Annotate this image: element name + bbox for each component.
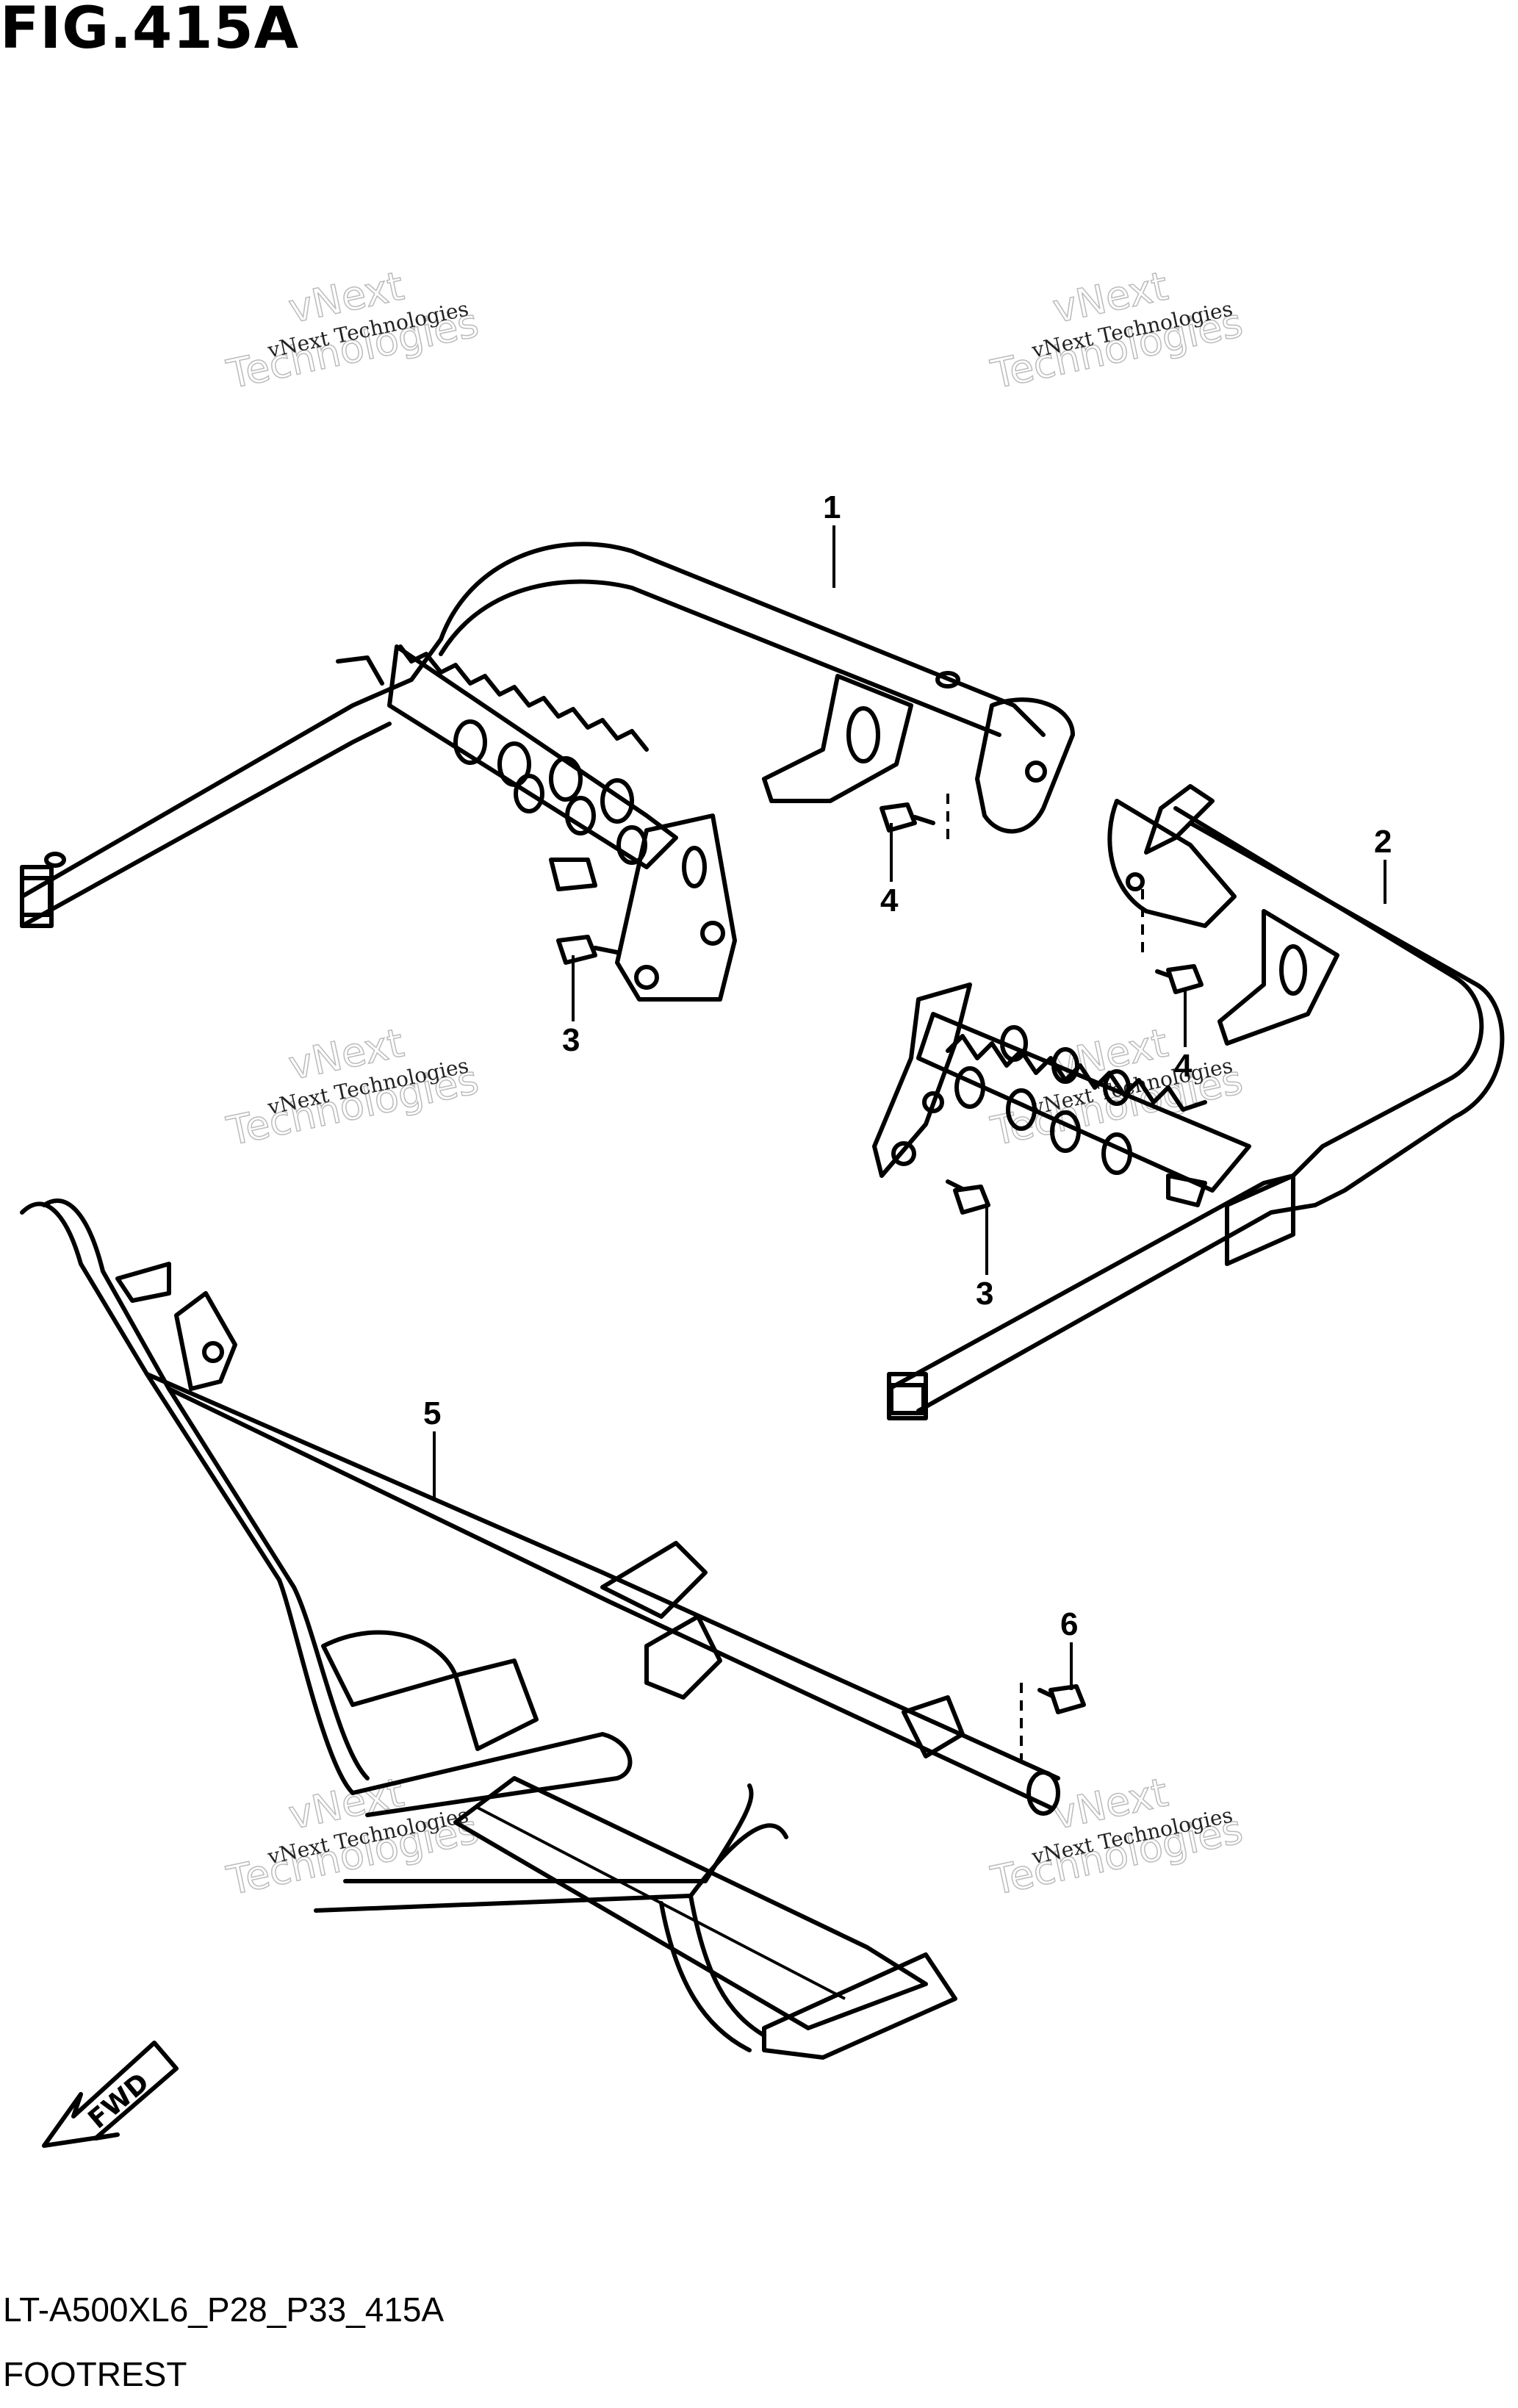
- callout-5: 5: [423, 1395, 441, 1499]
- watermark-mid-left: vNext Technologies vNext Technologies: [222, 1019, 483, 1155]
- watermark-bottom-right: vNext Technologies vNext Technologies: [986, 1769, 1247, 1905]
- svg-text:6: 6: [1060, 1606, 1078, 1642]
- svg-text:1: 1: [823, 489, 841, 525]
- watermark-top-right: vNext Technologies vNext Technologies: [986, 262, 1247, 398]
- figure-title: FIG.415A: [0, 0, 300, 62]
- svg-text:5: 5: [423, 1395, 441, 1431]
- svg-text:3: 3: [562, 1022, 580, 1058]
- callout-1: 1: [823, 489, 841, 588]
- watermark-top-left: vNext Technologies vNext Technologies: [222, 262, 483, 398]
- callout-3-left: 3: [562, 955, 580, 1058]
- bolt-3-left: [556, 935, 619, 965]
- bolt-4-left: [879, 802, 935, 833]
- callout-3-right: 3: [976, 1205, 993, 1312]
- svg-text:3: 3: [976, 1276, 993, 1312]
- bolt-3-right: [946, 1179, 990, 1215]
- part-5-front-guard: [20, 1198, 1060, 2060]
- callout-2: 2: [1374, 824, 1392, 904]
- svg-text:4: 4: [1174, 1048, 1193, 1084]
- callout-4-left: 4: [880, 823, 899, 919]
- part-2-right-footrest-bar: [872, 784, 1505, 1420]
- bolt-4-right: [1155, 964, 1204, 994]
- callout-4-right: 4: [1174, 988, 1193, 1084]
- svg-text:4: 4: [880, 883, 899, 919]
- model-code: LT-A500XL6_P28_P33_415A: [3, 2290, 445, 2329]
- svg-text:2: 2: [1374, 824, 1392, 860]
- bolt-6: [1037, 1684, 1086, 1714]
- part-1-left-footrest-bar: [20, 542, 1075, 1002]
- callout-6: 6: [1060, 1606, 1078, 1690]
- section-name: FOOTREST: [3, 2355, 187, 2393]
- forward-direction-arrow: FWD: [42, 2041, 179, 2148]
